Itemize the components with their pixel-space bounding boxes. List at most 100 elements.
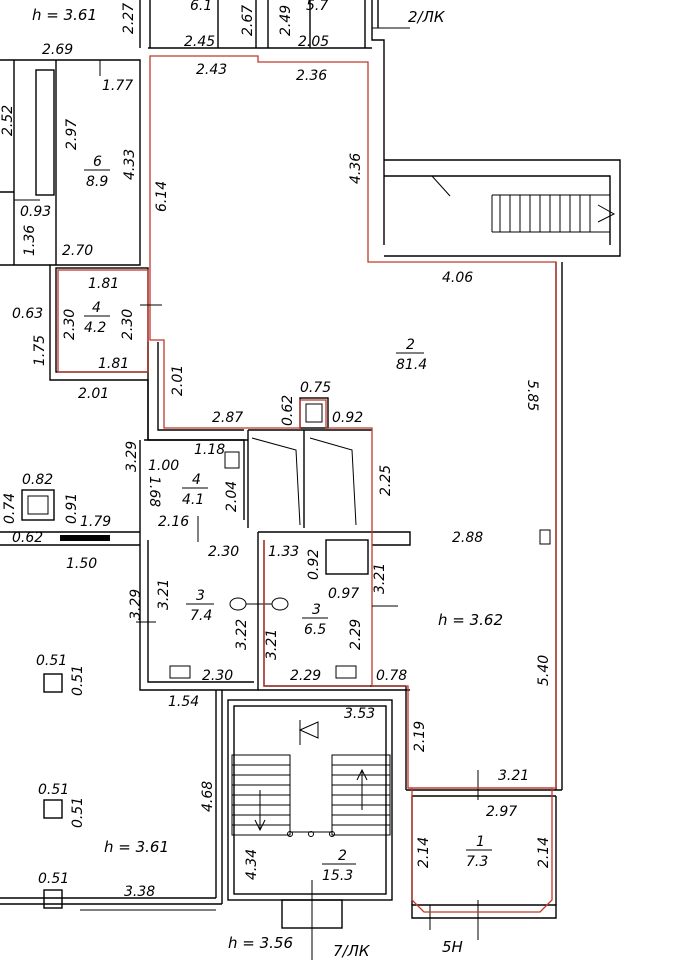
dimension: 0.82 [22,472,53,488]
room-6-number: 6 [93,154,102,170]
dimension: 3.29 [124,441,140,472]
room-2-stair-area: 15.3 [322,868,353,884]
room-1-number: 1 [476,834,485,850]
entrance-marker-2lk: 2/ЛК [408,8,446,26]
dimension: 3.21 [264,629,280,660]
room-2-main-area: 81.4 [396,357,427,373]
dimension: 1.81 [88,276,119,292]
room-labels: 6 8.9 4 4.2 2 81.4 4 4.1 3 7.4 3 6.5 2 1… [84,154,492,884]
dimension: 0.78 [376,668,407,684]
dimension: 2.05 [298,34,329,50]
room-6-area: 8.9 [86,174,108,190]
dimension: 0.97 [328,586,359,602]
dimension: 2.43 [196,62,227,78]
dimension: 2.87 [212,410,243,426]
dimension: 2.97 [64,119,80,150]
walls [0,0,621,960]
dimension: 2.30 [62,309,78,340]
dimension: 0.74 [2,493,18,524]
dimension: 2.19 [412,721,428,752]
entrance-marker-7lk: 7/ЛК [333,942,371,960]
dimension: 0.92 [332,410,363,426]
dimension: 0.51 [70,797,86,828]
room-2-main-number: 2 [406,337,415,353]
dimension: 2.04 [224,481,240,512]
dimension: 4.36 [348,153,364,184]
room-3a-number: 3 [196,588,205,604]
dimension: 2.29 [290,668,321,684]
dimension: 4.68 [200,781,216,812]
dimension: 1.75 [32,335,48,366]
dimension: 1.77 [102,78,133,94]
room-4b-area: 4.1 [182,492,204,508]
dimension-labels: 2.27 6.1 2.67 2.49 5.7 2.69 2.45 2.05 2.… [0,0,552,900]
height-label-top: h = 3.61 [32,6,97,24]
dimension: 2.16 [158,514,189,530]
dimension: 0.62 [280,395,296,426]
room-4a-area: 4.2 [84,320,106,336]
dimension: 5.40 [536,655,552,686]
dimension: 2.69 [42,42,73,58]
dimension: 1.79 [80,514,111,530]
dimension: 0.63 [12,306,43,322]
dimension: 2.30 [202,668,233,684]
dimension: 2.67 [240,5,256,36]
dimension: 2.27 [121,3,137,34]
dimension: 2.01 [78,386,109,402]
dimension: 0.51 [38,871,69,887]
entrance-marker-5n: 5Н [442,938,463,956]
dimension: 1.54 [168,694,199,710]
dimension: 6.1 [190,0,212,14]
dimension: 6.14 [154,181,170,212]
dimension: 5.85 [524,380,540,411]
height-label-main: h = 3.62 [438,611,503,629]
dimension: 0.75 [300,380,331,396]
dimension: 0.51 [36,653,67,669]
room-4b-number: 4 [192,472,201,488]
dimension: 1.81 [98,356,129,372]
dimension: 1.50 [66,556,97,572]
dimension: 2.25 [378,465,394,496]
dimension: 4.06 [442,270,473,286]
dimension: 0.91 [64,493,80,524]
room-3b-area: 6.5 [304,622,326,638]
room-3b-number: 3 [312,602,321,618]
dimension: 3.21 [372,563,388,594]
highlighted-rooms [57,55,557,913]
dimension: 4.34 [244,849,260,880]
dimension: 3.38 [124,884,155,900]
dimension: 2.70 [62,243,93,259]
dimension: 2.14 [416,837,432,868]
dimension: 3.21 [156,579,172,610]
dimension: 3.53 [344,706,375,722]
room-3a-area: 7.4 [190,608,212,624]
dimension: 2.14 [536,837,552,868]
dimension: 2.49 [278,5,294,36]
height-label-left: h = 3.61 [104,838,169,856]
dimension: 2.88 [452,530,483,546]
dimension: 2.01 [170,365,186,396]
dimension: 1.68 [146,476,162,507]
room-1-area: 7.3 [466,854,488,870]
dimension: 1.18 [194,442,225,458]
height-label-bottom: h = 3.56 [228,934,293,952]
dimension: 3.22 [234,619,250,650]
dimension: 1.36 [22,225,38,256]
dimension: 3.21 [498,768,529,784]
dimension: 2.30 [208,544,239,560]
dimension: 2.29 [348,619,364,650]
dimension: 3.29 [128,589,144,620]
dimension: 0.51 [70,665,86,696]
dimension: 2.97 [486,804,517,820]
dimension: 0.92 [306,549,322,580]
dimension: 2.30 [120,309,136,340]
dimension: 2.45 [184,34,215,50]
dimension-ticks [99,60,398,623]
dimension: 1.00 [148,458,179,474]
dimension: 2.52 [0,105,16,136]
room-4a-number: 4 [92,300,101,316]
dimension: 0.51 [38,782,69,798]
dimension: 0.62 [12,530,43,546]
